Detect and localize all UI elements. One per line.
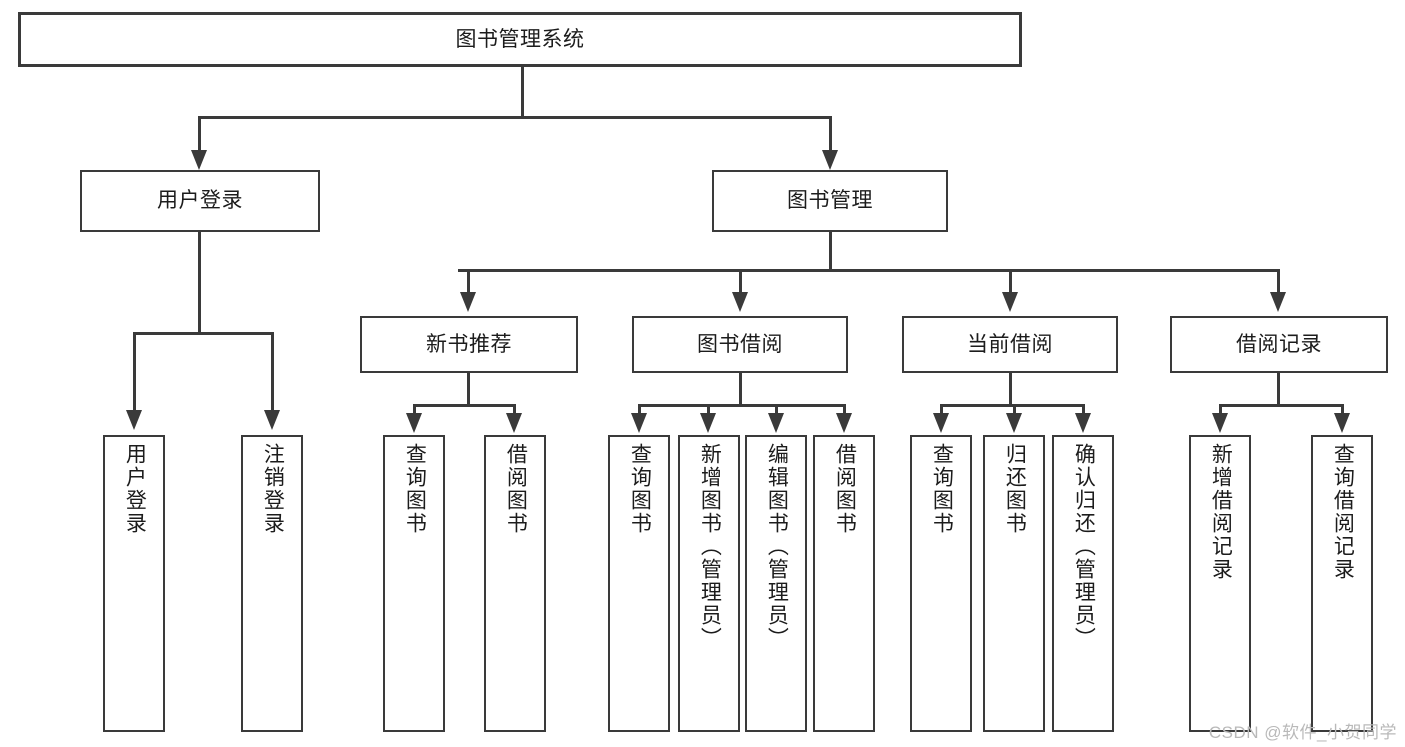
arrow-current-borrow-child3 xyxy=(1075,413,1091,433)
arrow-current-borrow-child1 xyxy=(933,413,949,433)
connector-to-book-manage xyxy=(829,116,832,152)
arrow-new-book-child2 xyxy=(506,413,522,433)
arrow-borrow-record-child2 xyxy=(1334,413,1350,433)
node-label: 查询图书 xyxy=(403,443,427,535)
arrow-user-login-child1 xyxy=(126,410,142,430)
connector-borrow-record-stem xyxy=(1277,373,1280,406)
connector-book-manage-stem xyxy=(829,232,832,270)
node-label: 查询借阅记录 xyxy=(1331,443,1355,581)
connector-new-book-bus xyxy=(413,404,515,407)
node-label: 用户登录 xyxy=(123,443,147,535)
node-label: 借阅记录 xyxy=(1236,332,1322,356)
node-label: 编辑图书（管理员） xyxy=(765,443,789,650)
connector-to-new-book xyxy=(467,269,470,295)
connector-root-stem xyxy=(521,67,524,118)
leaf-user-login[interactable]: 用户登录 xyxy=(103,435,165,732)
connector-to-borrow-record xyxy=(1277,269,1280,295)
connector-book-borrow-bus xyxy=(638,404,846,407)
node-label: 借阅图书 xyxy=(504,443,528,535)
arrow-borrow-record-child1 xyxy=(1212,413,1228,433)
connector-book-borrow-child3 xyxy=(775,404,778,416)
connector-current-borrow-stem xyxy=(1009,373,1012,406)
leaf-borrow-book-newbook[interactable]: 借阅图书 xyxy=(484,435,546,732)
connector-new-book-child1 xyxy=(413,404,416,416)
connector-to-book-borrow xyxy=(739,269,742,295)
arrow-to-new-book xyxy=(460,292,476,312)
node-label: 归还图书 xyxy=(1003,443,1027,535)
connector-user-login-stem xyxy=(198,232,201,334)
connector-borrow-record-child2 xyxy=(1341,404,1344,416)
node-book-management[interactable]: 图书管理 xyxy=(712,170,948,232)
connector-user-login-bus xyxy=(133,332,273,335)
connector-book-borrow-child1 xyxy=(638,404,641,416)
leaf-query-book-newbook[interactable]: 查询图书 xyxy=(383,435,445,732)
node-root-system[interactable]: 图书管理系统 xyxy=(18,12,1022,67)
arrow-book-borrow-child4 xyxy=(836,413,852,433)
node-current-borrow[interactable]: 当前借阅 xyxy=(902,316,1118,373)
node-borrow-record[interactable]: 借阅记录 xyxy=(1170,316,1388,373)
connector-book-borrow-stem xyxy=(739,373,742,406)
arrow-book-borrow-child1 xyxy=(631,413,647,433)
node-label: 用户登录 xyxy=(157,189,243,213)
leaf-edit-book-admin[interactable]: 编辑图书（管理员） xyxy=(745,435,807,732)
node-book-borrow[interactable]: 图书借阅 xyxy=(632,316,848,373)
node-new-book-recommend[interactable]: 新书推荐 xyxy=(360,316,578,373)
node-label: 查询图书 xyxy=(930,443,954,535)
node-label: 图书管理 xyxy=(787,189,873,213)
leaf-query-book-current[interactable]: 查询图书 xyxy=(910,435,972,732)
leaf-return-book[interactable]: 归还图书 xyxy=(983,435,1045,732)
node-label: 注销登录 xyxy=(261,443,285,535)
node-label: 当前借阅 xyxy=(967,332,1053,356)
connector-book-borrow-child4 xyxy=(843,404,846,416)
arrow-book-borrow-child2 xyxy=(700,413,716,433)
leaf-confirm-return-admin[interactable]: 确认归还（管理员） xyxy=(1052,435,1114,732)
leaf-borrow-book[interactable]: 借阅图书 xyxy=(813,435,875,732)
connector-new-book-child2 xyxy=(513,404,516,416)
leaf-user-logout[interactable]: 注销登录 xyxy=(241,435,303,732)
node-label: 新增借阅记录 xyxy=(1209,443,1233,581)
leaf-add-book-admin[interactable]: 新增图书（管理员） xyxy=(678,435,740,732)
leaf-add-borrow-record[interactable]: 新增借阅记录 xyxy=(1189,435,1251,732)
arrow-to-book-manage xyxy=(822,150,838,170)
node-label: 图书借阅 xyxy=(697,332,783,356)
node-label: 借阅图书 xyxy=(833,443,857,535)
connector-borrow-record-child1 xyxy=(1219,404,1222,416)
arrow-to-book-borrow xyxy=(732,292,748,312)
connector-level2-bus xyxy=(458,269,1279,272)
connector-book-borrow-child2 xyxy=(707,404,710,416)
node-label: 图书管理系统 xyxy=(455,27,585,51)
leaf-query-borrow-record[interactable]: 查询借阅记录 xyxy=(1311,435,1373,732)
node-user-login[interactable]: 用户登录 xyxy=(80,170,320,232)
arrow-current-borrow-child2 xyxy=(1006,413,1022,433)
node-label: 确认归还（管理员） xyxy=(1072,443,1096,650)
arrow-to-current-borrow xyxy=(1002,292,1018,312)
connector-current-borrow-child1 xyxy=(940,404,943,416)
arrow-user-login-child2 xyxy=(264,410,280,430)
connector-current-borrow-child3 xyxy=(1082,404,1085,416)
connector-borrow-record-bus xyxy=(1219,404,1343,407)
connector-current-borrow-bus xyxy=(940,404,1084,407)
connector-user-login-child2 xyxy=(271,332,274,412)
connector-user-login-child1 xyxy=(133,332,136,412)
connector-current-borrow-child2 xyxy=(1013,404,1016,416)
node-label: 新书推荐 xyxy=(426,332,512,356)
arrow-to-user-login xyxy=(191,150,207,170)
connector-new-book-stem xyxy=(467,373,470,406)
arrow-book-borrow-child3 xyxy=(768,413,784,433)
connector-to-current-borrow xyxy=(1009,269,1012,295)
node-label: 新增图书（管理员） xyxy=(698,443,722,650)
arrow-to-borrow-record xyxy=(1270,292,1286,312)
leaf-query-book-borrow[interactable]: 查询图书 xyxy=(608,435,670,732)
arrow-new-book-child1 xyxy=(406,413,422,433)
node-label: 查询图书 xyxy=(628,443,652,535)
connector-to-user-login xyxy=(198,116,201,152)
connector-level1-bus xyxy=(198,116,831,119)
watermark-text: CSDN @软件_小贺同学 xyxy=(1208,723,1397,742)
